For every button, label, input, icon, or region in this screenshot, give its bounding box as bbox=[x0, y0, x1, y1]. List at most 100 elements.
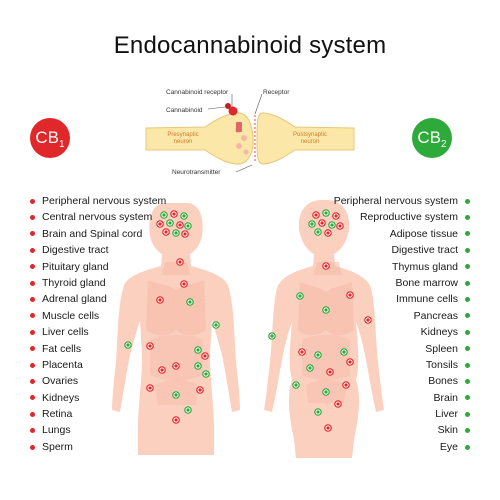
cb1-receptor-dot-core bbox=[334, 214, 338, 218]
bullet-dot-icon bbox=[465, 395, 470, 401]
cb1-receptor-dot-core bbox=[198, 388, 202, 392]
list-item-label: Tonsils bbox=[425, 358, 458, 371]
list-item: Central nervous system bbox=[30, 209, 166, 225]
bullet-dot-icon bbox=[465, 346, 470, 352]
bullet-dot-icon bbox=[30, 346, 35, 352]
list-item: Digestive tract bbox=[334, 242, 470, 258]
cannabinoid-molecule-icon bbox=[225, 103, 231, 109]
bullet-dot-icon bbox=[465, 411, 470, 417]
receptor-marker bbox=[236, 122, 242, 132]
bullet-dot-icon bbox=[30, 395, 35, 401]
bullet-dot-icon bbox=[30, 215, 35, 221]
cb1-receptor-dot-core bbox=[348, 293, 352, 297]
list-item: Eye bbox=[334, 439, 470, 455]
bullet-dot-icon bbox=[465, 280, 470, 286]
cb1-receptor-dot-core bbox=[148, 344, 152, 348]
cb2-receptor-dot-core bbox=[204, 372, 208, 376]
postsynaptic-label-2: neuron bbox=[301, 139, 320, 145]
cb2-receptor-dot-core bbox=[298, 294, 302, 298]
cannabinoid-label: Cannabinoid bbox=[166, 107, 203, 114]
cb2-receptor-dot-core bbox=[174, 393, 178, 397]
list-item: Digestive tract bbox=[30, 242, 166, 258]
synapse-illustration: Cannabinoid receptor Cannabinoid Recepto… bbox=[145, 89, 355, 176]
cb2-receptor-dot-core bbox=[214, 323, 218, 327]
bullet-dot-icon bbox=[465, 297, 470, 303]
presynaptic-label-1: Presynaptic bbox=[167, 132, 198, 138]
list-item-label: Brain bbox=[433, 391, 458, 404]
pointer-line bbox=[235, 164, 253, 173]
cb1-receptor-dot-core bbox=[178, 223, 182, 227]
cb1-receptor-dot-core bbox=[160, 368, 164, 372]
cb1-receptor-dot-core bbox=[320, 221, 324, 225]
cb2-receptor-dot-core bbox=[342, 350, 346, 354]
list-item: Brain and Spinal cord bbox=[30, 226, 166, 242]
presynaptic-label-2: neuron bbox=[174, 139, 193, 145]
list-item-label: Adipose tissue bbox=[389, 227, 458, 240]
list-item-label: Retina bbox=[42, 408, 73, 421]
cb2-receptor-dot-core bbox=[196, 364, 200, 368]
cb1-receptor-dot-core bbox=[174, 364, 178, 368]
list-item-label: Pituitary gland bbox=[42, 260, 109, 273]
list-item: Adipose tissue bbox=[334, 226, 470, 242]
cb2-receptor-dot-core bbox=[294, 383, 298, 387]
bullet-dot-icon bbox=[30, 280, 35, 286]
list-item: Skin bbox=[334, 422, 470, 438]
list-item: Pancreas bbox=[334, 308, 470, 324]
postsynaptic-label-1: Postsynaptic bbox=[293, 132, 327, 138]
list-item-label: Spleen bbox=[425, 342, 458, 355]
list-item: Liver bbox=[334, 406, 470, 422]
list-item: Peripheral nervous system bbox=[334, 193, 470, 209]
cb1-receptor-dot-core bbox=[326, 231, 330, 235]
cb2-receptor-dot-core bbox=[182, 214, 186, 218]
list-item: Brain bbox=[334, 390, 470, 406]
bullet-dot-icon bbox=[30, 329, 35, 335]
cb1-receptor-dot-core bbox=[344, 383, 348, 387]
cb2-subscript: 2 bbox=[441, 138, 447, 150]
cb1-receptor-dot-core bbox=[164, 230, 168, 234]
bullet-dot-icon bbox=[30, 264, 35, 270]
list-item: Bone marrow bbox=[334, 275, 470, 291]
cb1-receptor-dot-core bbox=[336, 402, 340, 406]
list-item: Pituitary gland bbox=[30, 259, 166, 275]
cb2-receptor-dot-core bbox=[126, 343, 130, 347]
list-item-label: Sperm bbox=[42, 440, 73, 453]
bullet-dot-icon bbox=[465, 329, 470, 335]
cb1-subscript: 1 bbox=[59, 138, 65, 150]
list-item-label: Thymus gland bbox=[392, 260, 458, 273]
cb2-receptor-dot-core bbox=[316, 410, 320, 414]
cb2-receptor-dot-core bbox=[324, 211, 328, 215]
cb2-receptor-dot-core bbox=[188, 300, 192, 304]
cb2-label: CB bbox=[417, 128, 442, 147]
list-item: Thyroid gland bbox=[30, 275, 166, 291]
bullet-dot-icon bbox=[465, 264, 470, 270]
bullet-dot-icon bbox=[30, 362, 35, 368]
bullet-dot-icon bbox=[465, 444, 470, 450]
list-item: Ovaries bbox=[30, 373, 166, 389]
cb1-receptor-dot-core bbox=[338, 224, 342, 228]
cb2-receptor-dot-core bbox=[186, 408, 190, 412]
list-item-label: Pancreas bbox=[413, 309, 458, 322]
cb1-receptor-dot-core bbox=[174, 418, 178, 422]
cb2-receptor-dot-core bbox=[330, 223, 334, 227]
pointer-line bbox=[207, 106, 226, 110]
bullet-dot-icon bbox=[465, 247, 470, 253]
list-item-label: Digestive tract bbox=[42, 244, 109, 257]
list-item: Liver cells bbox=[30, 324, 166, 340]
list-item-label: Bones bbox=[428, 375, 458, 388]
list-item-label: Brain and Spinal cord bbox=[42, 227, 143, 240]
list-item: Sperm bbox=[30, 439, 166, 455]
cb1-label: CB bbox=[35, 128, 60, 147]
bullet-dot-icon bbox=[30, 231, 35, 237]
bullet-dot-icon bbox=[30, 297, 35, 303]
list-item-label: Kidneys bbox=[42, 391, 80, 404]
receptor-label: Receptor bbox=[263, 89, 290, 96]
bullet-dot-icon bbox=[465, 313, 470, 319]
cb1-receptor-dot-core bbox=[300, 350, 304, 354]
cb1-receptor-dot-core bbox=[324, 264, 328, 268]
cb2-receptor-dot-core bbox=[316, 353, 320, 357]
list-item-label: Reproductive system bbox=[359, 211, 458, 224]
